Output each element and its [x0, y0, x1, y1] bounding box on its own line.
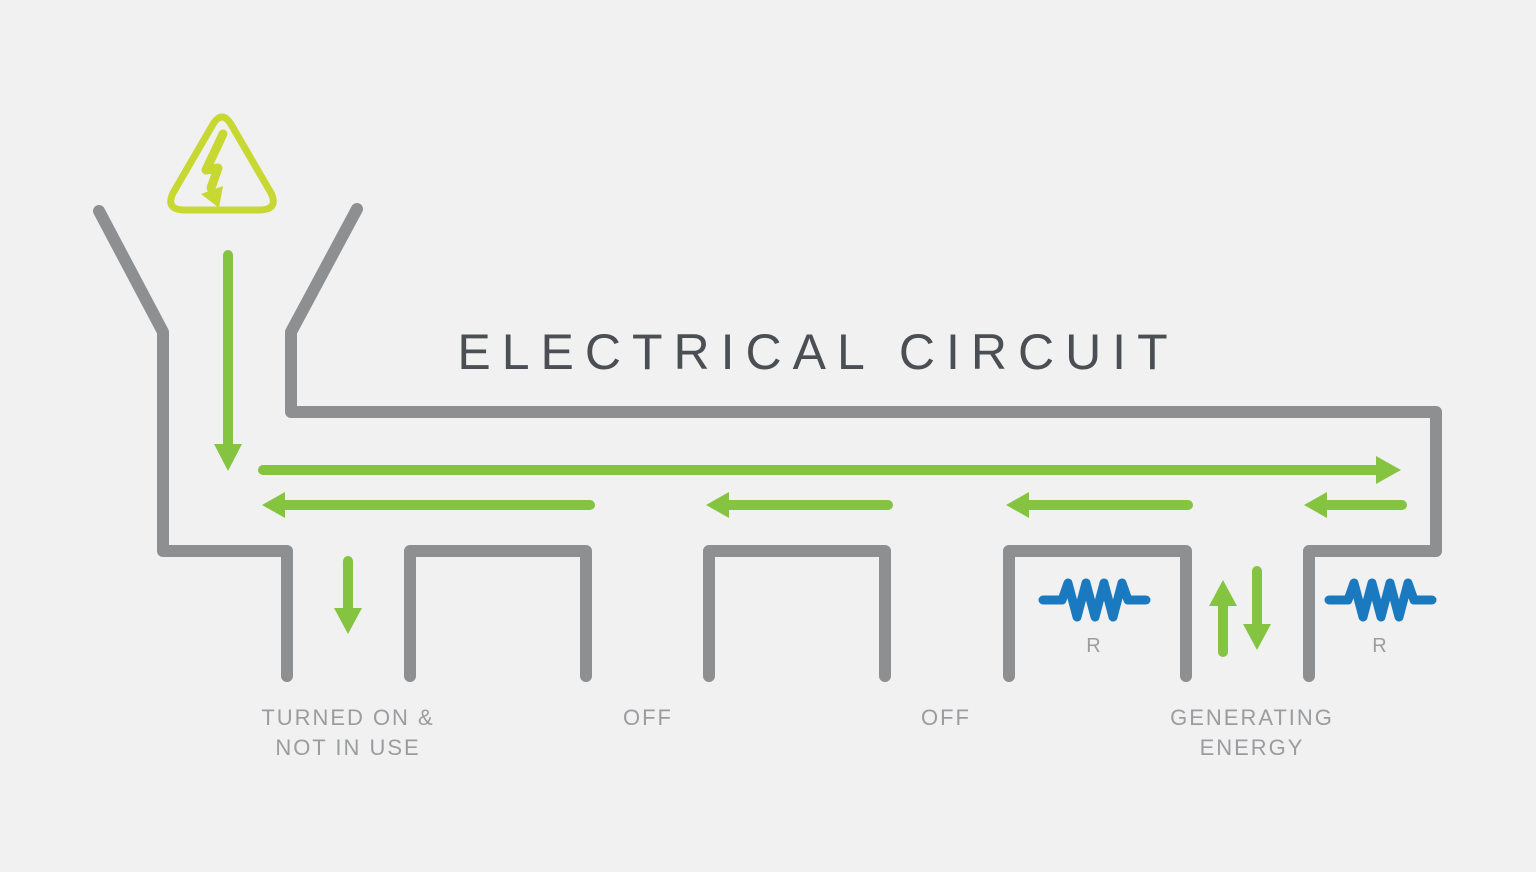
flow-arrow-generate-down-head	[1243, 624, 1271, 650]
label-outlet4-line1: GENERATING	[1170, 705, 1334, 730]
wire-bridge-3	[1003, 545, 1192, 682]
label-outlet3: OFF	[921, 705, 971, 730]
wire-supply-left-outer	[93, 205, 293, 682]
flow-arrow-return3-head	[1006, 492, 1029, 518]
label-outlet1-line1: TURNED ON &	[261, 705, 435, 730]
resistor-symbol-2	[1324, 578, 1437, 622]
label-resistor1: R	[1086, 635, 1102, 657]
flow-arrow-outlet1-down-head	[334, 608, 362, 634]
flow-arrow-return1-head	[262, 492, 285, 518]
label-outlet2: OFF	[623, 705, 673, 730]
flow-arrow-supply-down-head	[214, 444, 242, 471]
flow-arrow-return4-head	[1304, 492, 1327, 518]
high-voltage-triangle-icon	[167, 113, 277, 214]
flow-arrow-return2-head	[706, 492, 729, 518]
label-outlet1-line2: NOT IN USE	[275, 735, 421, 760]
lightning-bolt-icon	[201, 129, 228, 193]
diagram-title: ELECTRICAL CIRCUIT	[457, 324, 1179, 380]
wire-bridge-2	[703, 545, 891, 682]
label-resistor2: R	[1372, 635, 1388, 657]
label-outlet4-line2: ENERGY	[1199, 735, 1305, 760]
resistor-symbol-1	[1038, 578, 1151, 622]
flow-arrow-generate-up-head	[1209, 580, 1237, 606]
wire-bridge-1	[404, 545, 592, 682]
flow-arrow-main-right-head	[1376, 456, 1401, 484]
lightning-bolt-arrowhead	[201, 186, 223, 208]
label-outlet1: TURNED ON & NOT IN USE	[261, 703, 434, 763]
wire-main-loop	[285, 203, 1442, 682]
label-outlet4: GENERATING ENERGY	[1170, 703, 1334, 763]
